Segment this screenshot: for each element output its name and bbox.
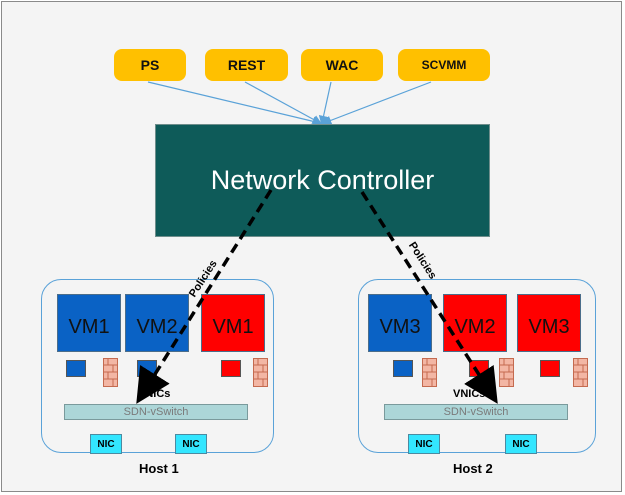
host-2-nic-1: NIC — [408, 434, 440, 454]
connector-ps — [147, 81, 323, 126]
firewall-icon — [103, 358, 118, 387]
host-1-vm-1-label: VM1 — [68, 316, 110, 338]
policy-arrow-host-1 — [136, 189, 273, 404]
host-2-vnic-1 — [393, 360, 413, 377]
tool-ps: PS — [114, 49, 186, 81]
tool-ps-label: PS — [140, 57, 160, 73]
host-2-vm-1: VM3 — [368, 294, 432, 352]
network-controller: Network Controller — [155, 124, 490, 237]
tool-scvmm: SCVMM — [398, 49, 490, 81]
tool-rest: REST — [205, 49, 288, 81]
host-2-vm-2-label: VM2 — [454, 316, 496, 338]
host-1-nic-1: NIC — [90, 434, 122, 454]
host-1-box — [41, 279, 274, 453]
host-2-nic-2: NIC — [505, 434, 537, 454]
tool-connectors — [147, 81, 432, 126]
host-2-vswitch: SDN-vSwitch — [384, 404, 568, 420]
connector-rest — [244, 81, 323, 125]
firewall-icon — [499, 358, 514, 387]
tool-wac: WAC — [301, 49, 383, 81]
host-2-nic-1-label: NIC — [415, 438, 433, 450]
tool-wac-label: WAC — [325, 57, 359, 73]
firewall-icon — [422, 358, 437, 387]
host-1-vm-3-label: VM1 — [212, 316, 254, 338]
host-1-nic-2: NIC — [175, 434, 207, 454]
host-1-label: Host 1 — [139, 461, 179, 476]
host-1-vm-2-label: VM2 — [136, 316, 178, 338]
host-2-nic-2-label: NIC — [512, 438, 530, 450]
policy-arrow-host-2 — [360, 191, 498, 404]
host-2-box — [358, 279, 596, 453]
host-2-vm-3-label: VM3 — [528, 316, 570, 338]
connector-scvmm — [321, 81, 432, 125]
tool-rest-label: REST — [227, 57, 266, 73]
host-1-vnic-3 — [221, 360, 241, 377]
host-2-label: Host 2 — [453, 461, 493, 476]
host-2-vswitch-label: SDN-vSwitch — [443, 406, 509, 418]
host-1-vswitch-label: SDN-vSwitch — [123, 406, 189, 418]
host-1-vnic-1 — [66, 360, 86, 377]
host-2-vm-3: VM3 — [517, 294, 581, 352]
host-2-vnic-3 — [540, 360, 560, 377]
tool-scvmm-label: SCVMM — [421, 58, 467, 72]
host-1-nic-1-label: NIC — [97, 438, 115, 450]
firewall-icon — [573, 358, 588, 387]
host-1-vswitch: SDN-vSwitch — [64, 404, 248, 420]
host-1-vm-2: VM2 — [125, 294, 189, 352]
network-controller-label: Network Controller — [210, 165, 435, 195]
firewall-icon — [253, 358, 268, 387]
host-1-vm-3: VM1 — [201, 294, 265, 352]
host-1-vm-1: VM1 — [57, 294, 121, 352]
host-2-vm-1-label: VM3 — [379, 316, 421, 338]
host-2-vm-2: VM2 — [443, 294, 507, 352]
host-1-nic-2-label: NIC — [182, 438, 200, 450]
